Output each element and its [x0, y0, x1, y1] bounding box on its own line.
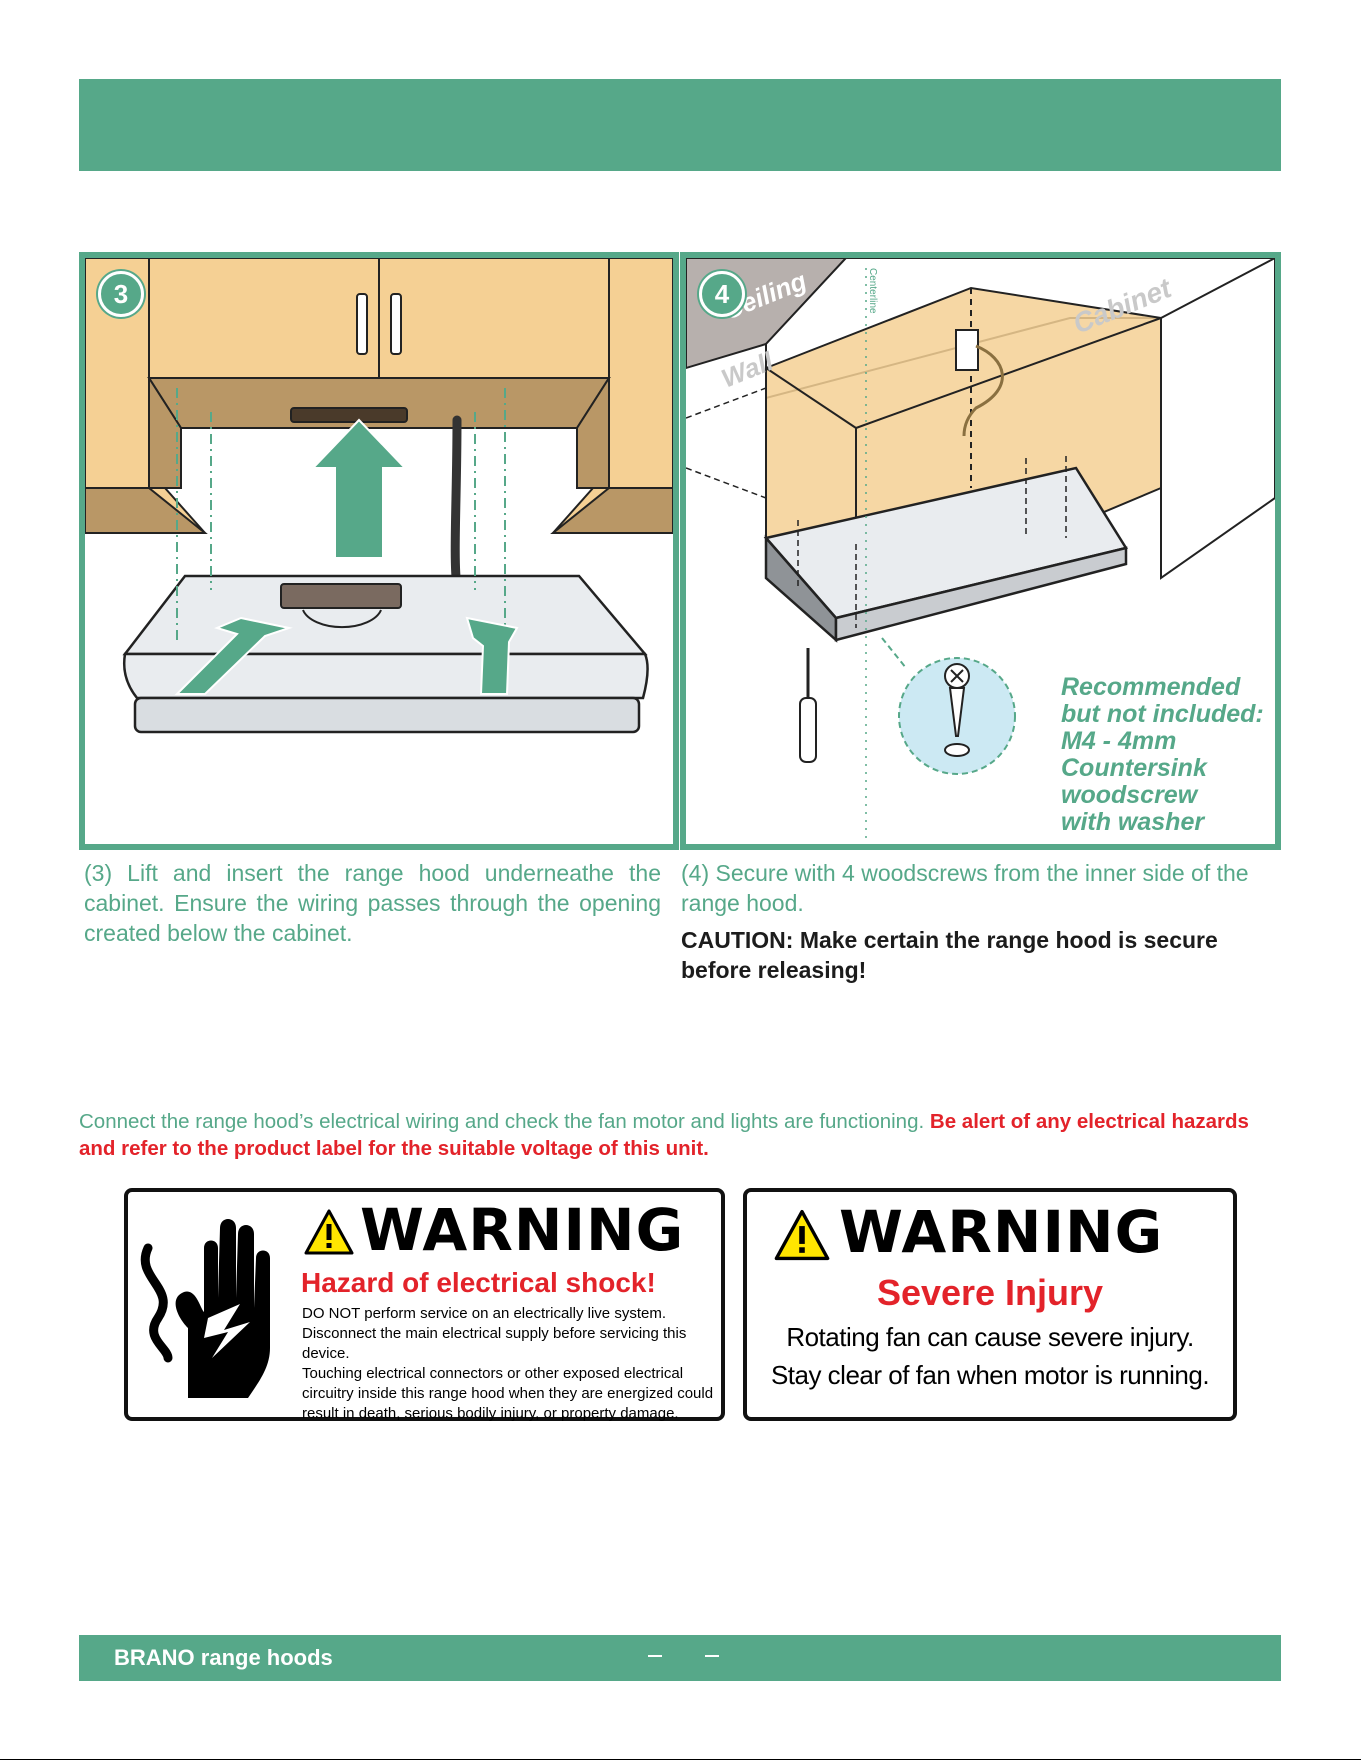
footer-band — [79, 1635, 1281, 1681]
step-4-illustration: Ceiling Wall Cabinet Centerline 4 — [680, 252, 1281, 850]
lift-arrow-right — [465, 616, 519, 695]
step-badge-3: 3 — [98, 271, 144, 317]
callout-line: M4 - 4mm — [1061, 727, 1177, 755]
warning-title: WARNING — [360, 1196, 685, 1264]
warning-line: Stay clear of fan when motor is running. — [770, 1360, 1210, 1390]
page-edge-line — [0, 1759, 1361, 1760]
step-4-caption: (4) Secure with 4 woodscrews from the in… — [681, 860, 1249, 916]
callout-line: but not included: — [1061, 700, 1264, 728]
power-cord — [962, 344, 1004, 437]
alignment-lines — [176, 388, 506, 640]
power-cord — [450, 415, 462, 593]
severe-injury-warning: WARNING Severe Injury Rotating fan can c… — [743, 1188, 1237, 1421]
connect-instructions: Connect the range hood’s electrical wiri… — [79, 1108, 1281, 1162]
damper — [280, 583, 402, 609]
callout-line: Recommended — [1061, 673, 1241, 701]
shock-hand-icon — [140, 1219, 270, 1398]
footer-dash — [648, 1655, 662, 1657]
screw-thread — [948, 687, 966, 737]
screwdriver-handle — [799, 697, 817, 763]
caution-line: before releasing! — [681, 957, 867, 983]
warning-line: Touching electrical connectors or other … — [302, 1365, 684, 1382]
warning-line: DO NOT perform service on an electricall… — [302, 1305, 666, 1322]
warning-subtitle: Severe Injury — [876, 1272, 1104, 1313]
range-hood-front — [834, 546, 1128, 642]
caution-note: CAUTION: Make certain the range hood is … — [681, 925, 1261, 985]
electrical-shock-warning: WARNING Hazard of electrical shock! DO N… — [124, 1188, 725, 1424]
callout-line: Countersink — [1061, 754, 1207, 782]
warning-subtitle: Hazard of electrical shock! — [301, 1267, 656, 1298]
step-3-caption: (3) Lift and insert the range hood under… — [84, 860, 661, 946]
centerline-label: Centerline — [867, 268, 878, 314]
left-cabinet-bottom — [85, 487, 208, 534]
step-3-illustration: 3 — [79, 252, 679, 850]
power-outlet — [955, 329, 979, 371]
step-3-drawing — [85, 258, 673, 734]
footer-brand: BRANO range hoods — [114, 1645, 333, 1670]
cabinet-handle-left — [356, 293, 368, 355]
right-cabinet-bottom — [550, 487, 673, 534]
cabinet-handle-right — [390, 293, 402, 355]
right-cabinet — [550, 258, 673, 534]
vent-opening — [290, 407, 408, 423]
connect-text: Connect the range hood’s electrical wiri… — [79, 1110, 930, 1133]
screw-recommendation: Recommended but not included: M4 - 4mm C… — [1061, 674, 1264, 836]
warning-line: result in death, serious bodily injury, … — [302, 1405, 679, 1422]
washer — [944, 743, 970, 757]
caution-line: CAUTION: Make certain the range hood is … — [681, 927, 1218, 953]
warning-line: Rotating fan can cause severe injury. — [786, 1322, 1194, 1352]
warning-triangle-icon — [304, 1209, 354, 1255]
warning-body: Rotating fan can cause severe injury. St… — [747, 1318, 1233, 1394]
range-hood-front — [123, 652, 649, 700]
lift-arrow-left — [174, 616, 293, 695]
connect-alert: Be alert of any electrical hazards and r… — [79, 1110, 1249, 1160]
dashed-guides — [686, 387, 1067, 628]
header-band — [79, 79, 1281, 171]
warning-title: WARNING — [839, 1198, 1164, 1266]
step-badge-4: 4 — [699, 271, 745, 317]
side-cabinet — [1160, 258, 1275, 580]
warning-triangle-icon — [774, 1209, 830, 1261]
warning-line: Disconnect the main electrical supply be… — [302, 1325, 687, 1362]
lift-arrow-center — [310, 418, 408, 559]
range-hood-bottom — [133, 696, 641, 734]
warning-body: DO NOT perform service on an electricall… — [302, 1304, 721, 1424]
warning-line: circuitry inside this range hood when th… — [302, 1385, 714, 1402]
callout-line: woodscrew — [1061, 781, 1198, 809]
footer-dash — [705, 1655, 719, 1657]
callout-line: with washer — [1061, 808, 1205, 836]
step-4-drawing: Ceiling Wall Cabinet Centerline — [686, 258, 1275, 844]
